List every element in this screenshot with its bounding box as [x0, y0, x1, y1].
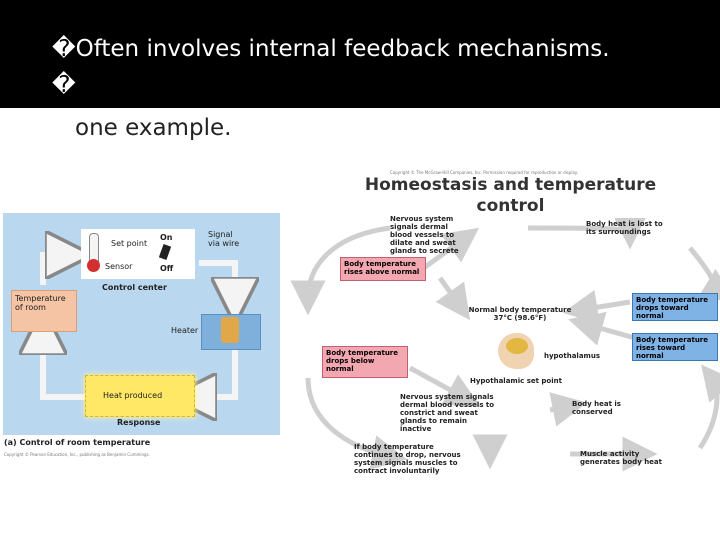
drops-below-normal-box: Body temperature drops below normal: [322, 346, 408, 378]
diagram-title: Homeostasis and temperature control: [364, 175, 657, 216]
temperature-of-room-label: Temperature of room: [15, 294, 66, 312]
arrow-left-up: [43, 331, 85, 400]
temperature-of-room-box: [11, 290, 77, 332]
control-center-label: Control center: [102, 283, 167, 292]
heat-produced-box: [85, 375, 195, 417]
continues-drop-label: If body temperature continues to drop, n…: [354, 443, 461, 475]
left-copyright: Copyright © Pearson Education, Inc., pub…: [4, 452, 150, 457]
bullet-text: Often involves internal feedback mechani…: [75, 36, 610, 62]
arrow-right-down: [199, 260, 235, 301]
slide-header-bar: [0, 0, 720, 108]
heat-lost-label: Body heat is lost to its surroundings: [586, 220, 663, 236]
bullet-continuation: one example.: [75, 115, 232, 141]
response-label: Response: [117, 418, 161, 427]
rises-toward-normal-box: Body temperature rises toward normal: [632, 333, 718, 361]
right-copyright: Copyright © The McGraw-Hill Companies, I…: [390, 170, 578, 175]
signal-label: Signal via wire: [208, 230, 240, 248]
on-label: On: [160, 233, 173, 242]
feedback-loop-arrows: [3, 213, 280, 435]
bullet-marker: �: [52, 36, 76, 62]
off-label: Off: [160, 264, 174, 273]
cycle-arrows: [290, 218, 720, 472]
sensor-label: Sensor: [105, 262, 133, 271]
left-caption: (a) Control of room temperature: [4, 438, 151, 447]
normal-temperature-label: Normal body temperature 37°C (98.6°F): [468, 306, 572, 322]
rises-above-normal-box: Body temperature rises above normal: [340, 257, 426, 281]
bullet-2: �: [52, 72, 76, 98]
room-temperature-diagram: Set point Sensor On Off Signal via wire …: [3, 213, 280, 435]
nervous-dilate-label: Nervous system signals dermal blood vess…: [390, 215, 459, 255]
heater-label: Heater: [171, 326, 199, 335]
set-point-label: Set point: [111, 239, 148, 248]
arrow-top-right: [40, 255, 69, 285]
drops-toward-normal-box: Body temperature drops toward normal: [632, 293, 718, 321]
muscle-activity-label: Muscle activity generates body heat: [580, 450, 662, 466]
thermometer-bulb-icon: [87, 259, 100, 272]
arrow-bottom-left: [193, 341, 238, 397]
brain-icon: [506, 338, 528, 354]
heat-conserved-label: Body heat is conserved: [572, 400, 621, 416]
nervous-constrict-label: Nervous system signals dermal blood vess…: [400, 393, 495, 433]
bullet-marker: �: [52, 72, 76, 98]
bullet-1: �Often involves internal feedback mechan…: [52, 36, 610, 62]
control-center-box: [81, 229, 195, 279]
hypothalamic-set-point-label: Hypothalamic set point: [470, 377, 562, 385]
hypothalamus-label: hypothalamus: [544, 352, 600, 360]
heat-produced-label: Heat produced: [103, 391, 163, 400]
heater-icon: [221, 317, 239, 343]
